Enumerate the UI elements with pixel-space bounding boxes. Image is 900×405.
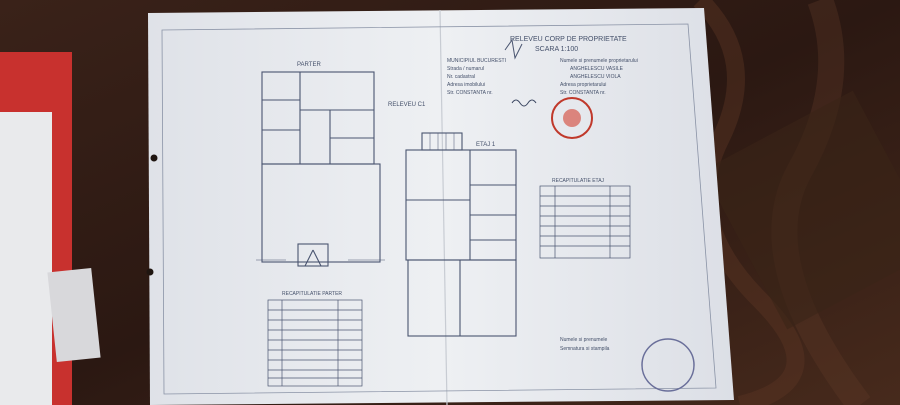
punch-hole-top	[150, 154, 158, 162]
red-stamp	[551, 97, 593, 139]
etaj-label: ETAJ 1	[476, 142, 496, 148]
blue-stamp	[641, 338, 695, 392]
parter-label: PARTER	[297, 62, 321, 68]
releveu-label: RELEVEU C1	[388, 102, 426, 108]
info-left-5: Str. CONSTANTA nr.	[447, 90, 493, 96]
info-left-4: Adresa imobilului	[447, 82, 486, 88]
handwritten-number	[511, 99, 537, 107]
info-left-2: Strada / numarul	[447, 66, 484, 72]
info-right-2: ANGHELESCU VASILE	[570, 66, 623, 72]
sheet-fold	[439, 9, 448, 405]
footer-note-2: Semnatura si stampila	[560, 346, 610, 352]
title-line-2: SCARA 1:100	[535, 46, 579, 53]
first-floor-plan	[405, 132, 517, 337]
title-line-1: RELEVEU CORP DE PROPRIETATE	[510, 36, 627, 43]
red-stamp-inner	[563, 109, 581, 127]
info-right-4: Adresa proprietarului	[560, 82, 607, 88]
table-etaj-grid	[539, 185, 631, 259]
info-right-1: Numele si prenumele proprietarului	[560, 58, 638, 64]
info-left-3: Nr. cadastral	[447, 74, 476, 80]
signature	[504, 38, 523, 60]
footer-note-1: Numele si prenumele	[560, 337, 608, 343]
punch-hole-bottom	[146, 268, 154, 276]
white-papers-edge	[47, 267, 101, 363]
info-right-5: Str. CONSTANTA nr.	[560, 90, 606, 96]
ground-floor-plan	[256, 71, 385, 267]
inner-frame	[161, 23, 717, 395]
info-right-3: ANGHELESCU VIOLA	[570, 74, 621, 80]
floor-plan-sheet	[148, 8, 734, 405]
white-papers	[0, 112, 52, 405]
right-panel	[702, 90, 900, 330]
table-parter-grid	[267, 299, 363, 387]
table-parter-title: RECAPITULATIE PARTER	[282, 291, 343, 297]
table-etaj-title: RECAPITULATIE ETAJ	[552, 178, 605, 184]
info-left-1: MUNICIPIUL BUCURESTI	[447, 58, 506, 64]
